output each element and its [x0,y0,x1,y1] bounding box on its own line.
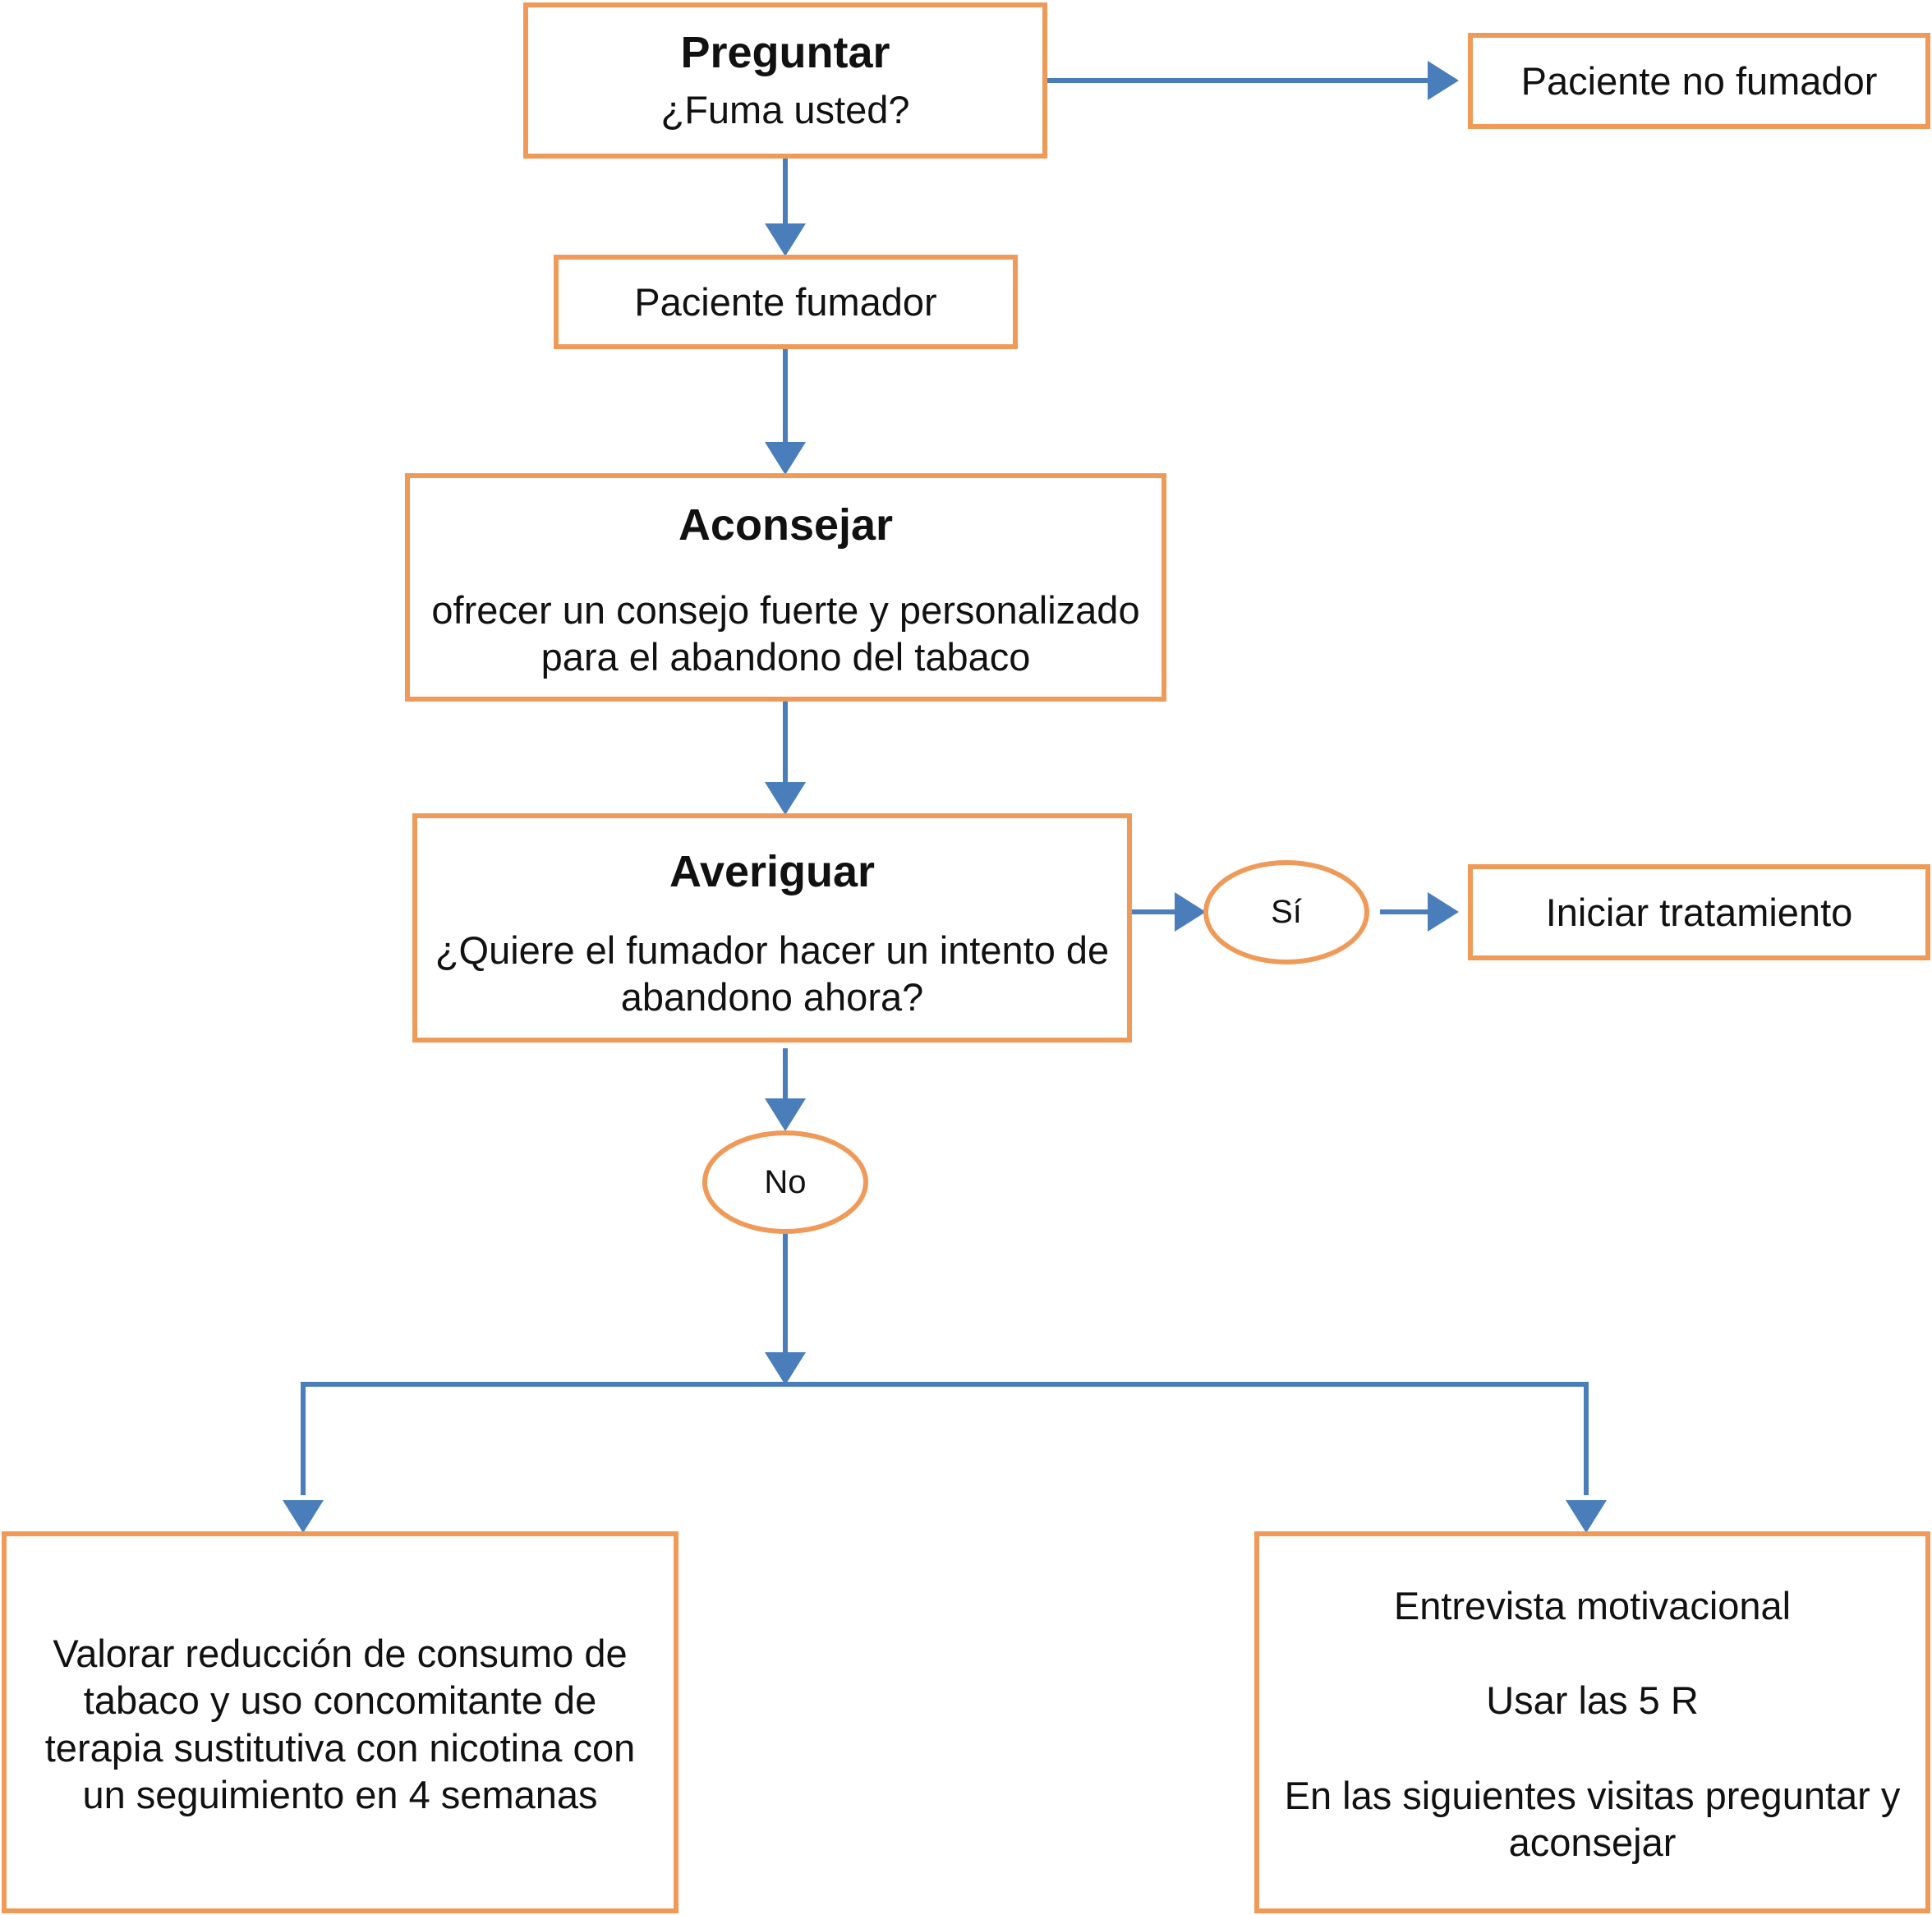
valorar-line-4: un seguimiento en 4 semanas [82,1772,598,1816]
arrowhead-no [765,1098,806,1131]
entrevista-line-3: En las siguientes visitas preguntar y [1284,1773,1901,1817]
averiguar-line-1: ¿Quiere el fumador hacer un intento de [435,928,1110,973]
preguntar-box: Preguntar ¿Fuma usted? [523,2,1047,159]
preguntar-title: Preguntar [680,28,890,78]
arrowhead-si [1175,892,1206,932]
preguntar-question: ¿Fuma usted? [660,88,910,132]
connector-branch-line [301,1382,1589,1495]
arrowhead-iniciar [1428,892,1459,932]
valorar-line-3: terapia sustitutiva con nicotina con [44,1725,636,1770]
valorar-box: Valorar reducción de consumo de tabaco y… [2,1531,678,1913]
no-label: No [764,1163,807,1200]
iniciar-label: Iniciar tratamiento [1545,890,1853,934]
no-fumador-box: Paciente no fumador [1468,33,1930,129]
arrowhead-averiguar [765,782,806,815]
arrowhead-no-fumador [1428,61,1459,100]
arrowhead-aconsejar [765,442,806,475]
arrowhead-entrevista [1566,1500,1607,1533]
averiguar-line-2: abandono ahora? [620,975,924,1020]
entrevista-box: Entrevista motivacional Usar las 5 R En … [1254,1531,1930,1913]
arrowhead-valorar [283,1500,324,1533]
fumador-label: Paciente fumador [634,279,937,324]
arrowhead-fumador [765,223,806,256]
entrevista-line-2: Usar las 5 R [1486,1678,1699,1723]
averiguar-title: Averiguar [669,847,876,896]
entrevista-line-4: aconsejar [1508,1820,1677,1864]
entrevista-line-1: Entrevista motivacional [1393,1584,1792,1627]
no-oval: No [702,1130,868,1234]
valorar-line-1: Valorar reducción de consumo de [53,1632,628,1675]
aconsejar-box: Aconsejar ofrecer un consejo fuerte y pe… [405,473,1166,702]
iniciar-box: Iniciar tratamiento [1468,864,1930,960]
fumador-box: Paciente fumador [554,255,1018,349]
no-fumador-label: Paciente no fumador [1520,58,1878,103]
aconsejar-title: Aconsejar [678,500,894,550]
aconsejar-line-2: para el abandono del tabaco [540,635,1031,679]
arrowhead-branch [765,1352,806,1385]
si-label: Sí [1271,894,1302,930]
averiguar-box: Averiguar ¿Quiere el fumador hacer un in… [412,813,1132,1043]
valorar-line-2: tabaco y uso concomitante de [83,1678,597,1723]
si-oval: Sí [1203,860,1369,964]
aconsejar-line-1: ofrecer un consejo fuerte y personalizad… [431,588,1140,633]
